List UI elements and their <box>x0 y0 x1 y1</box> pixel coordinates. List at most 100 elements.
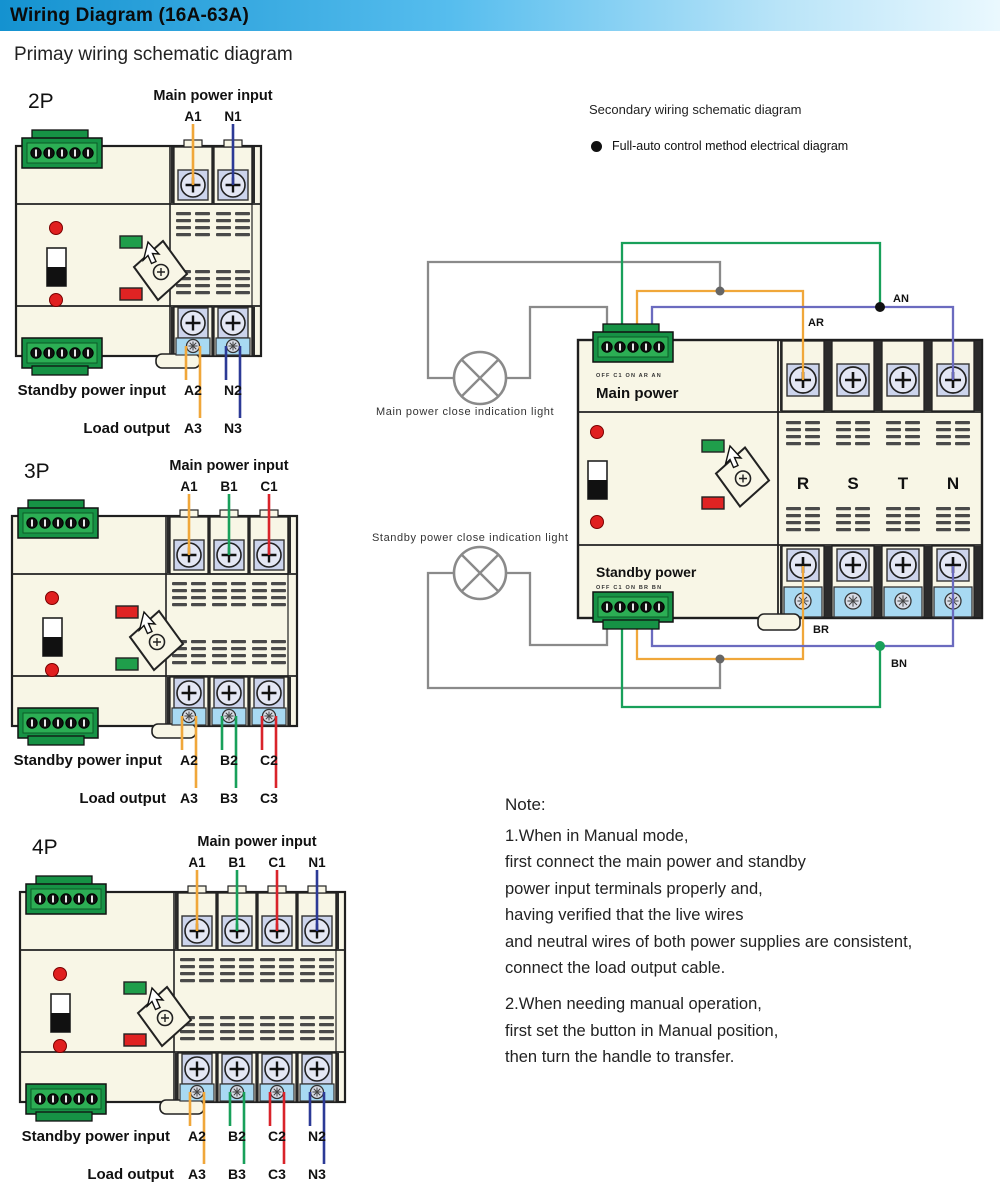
screw-slot <box>269 1061 285 1077</box>
vent-slot <box>199 1016 214 1020</box>
vent-slot <box>805 442 820 446</box>
vent-slot <box>905 428 920 432</box>
vent-slot <box>271 654 286 658</box>
pole-label-standby: N2 <box>224 382 242 398</box>
cursor-arrow-icon <box>142 240 161 265</box>
vent-slot <box>216 219 231 223</box>
vent-slot <box>212 640 227 644</box>
vent-slot <box>886 521 901 525</box>
secondary-subtitle-text: Full-auto control method electrical diag… <box>612 139 849 153</box>
junction-dot <box>875 302 885 312</box>
phase-label: N <box>947 474 959 493</box>
standby-input-label: Standby power input <box>18 382 166 399</box>
vent-slot <box>220 979 235 983</box>
vent-slot <box>212 661 227 665</box>
wire <box>620 625 882 709</box>
bullet-icon <box>591 140 602 152</box>
vent-slot <box>195 212 210 216</box>
vent-slot <box>235 226 250 230</box>
vent-slot <box>191 640 206 644</box>
screw-slot <box>221 685 237 701</box>
pin-slot <box>39 1095 41 1103</box>
vent-slot <box>172 654 187 658</box>
connector-tab <box>31 365 89 376</box>
vent-slot <box>271 589 286 593</box>
wire <box>650 305 955 380</box>
pin-slot <box>619 603 621 611</box>
lamp-cross <box>460 553 500 593</box>
pole-label-load: N3 <box>308 1166 326 1182</box>
vent-slot <box>936 521 951 525</box>
vent-slot <box>300 1023 315 1027</box>
vent-slot <box>235 277 250 281</box>
vent-slot <box>199 1023 214 1027</box>
vent-slot <box>199 1037 214 1041</box>
vent-slot <box>216 212 231 216</box>
pin-slot <box>52 895 54 903</box>
vent-slot <box>180 972 195 976</box>
secondary-title: Secondary wiring schematic diagram <box>589 102 802 117</box>
vent-slot <box>252 647 267 651</box>
vent-slot <box>195 284 210 288</box>
pin-slot <box>35 349 37 357</box>
vent-slot <box>786 528 801 532</box>
vent-slot <box>191 596 206 600</box>
main-input-label: Main power input <box>197 834 316 850</box>
junction-dot <box>715 654 725 664</box>
pin-slot <box>44 719 46 727</box>
vent-slot <box>319 1023 334 1027</box>
vent-slot <box>955 521 970 525</box>
vent-slot <box>239 1016 254 1020</box>
vent-slot <box>319 1030 334 1034</box>
pole-label-top: A1 <box>184 109 202 124</box>
wire-label-ar: AR <box>808 317 824 329</box>
wire <box>650 566 955 648</box>
vent-slot <box>319 972 334 976</box>
vent-slot <box>855 514 870 518</box>
vent-slot <box>805 421 820 425</box>
pin-slot <box>44 519 46 527</box>
vent-slot <box>235 212 250 216</box>
vent-slot <box>836 507 851 511</box>
vent-slot <box>886 435 901 439</box>
vent-slot <box>252 589 267 593</box>
vent-slot <box>886 514 901 518</box>
handle-screw-slot <box>157 268 165 276</box>
pin-slot <box>632 603 634 611</box>
position-marker-bottom <box>119 287 143 301</box>
screw-slot <box>185 315 201 331</box>
pole-label-load: N3 <box>224 420 242 436</box>
vent-slot <box>905 528 920 532</box>
handle-screw-slot <box>153 638 161 646</box>
vent-slot <box>231 589 246 593</box>
device-type-label: 4P <box>32 836 58 859</box>
main-lamp-label: Main power close indication light <box>376 406 554 418</box>
pin-slot <box>606 603 608 611</box>
vent-slot <box>231 603 246 607</box>
clamp-screw-slot <box>184 711 194 721</box>
vent-slot <box>271 647 286 651</box>
vent-slot <box>199 965 214 969</box>
vent-slot <box>231 640 246 644</box>
clamp-screw-slot <box>188 341 198 351</box>
indicator-light <box>45 591 59 605</box>
wire-label-br: BR <box>813 624 829 636</box>
position-marker-top <box>115 605 139 619</box>
note-item-1: 1.When in Manual mode, first connect the… <box>505 827 913 977</box>
header-bar: Wiring Diagram (16A-63A) <box>0 0 1000 31</box>
pin-slot <box>606 343 608 351</box>
vent-slot <box>172 589 187 593</box>
connector-tab <box>35 1111 93 1122</box>
vent-slot <box>252 603 267 607</box>
pin-slot <box>83 719 85 727</box>
vent-slot <box>786 428 801 432</box>
vent-slot <box>180 965 195 969</box>
connector-tab <box>27 735 85 746</box>
note-title: Note: <box>505 795 546 814</box>
screw-slot <box>181 685 197 701</box>
vent-slot <box>191 647 206 651</box>
vent-slot <box>300 979 315 983</box>
vent-slot <box>955 428 970 432</box>
pin-slot <box>91 1095 93 1103</box>
connector-tab <box>602 619 660 630</box>
